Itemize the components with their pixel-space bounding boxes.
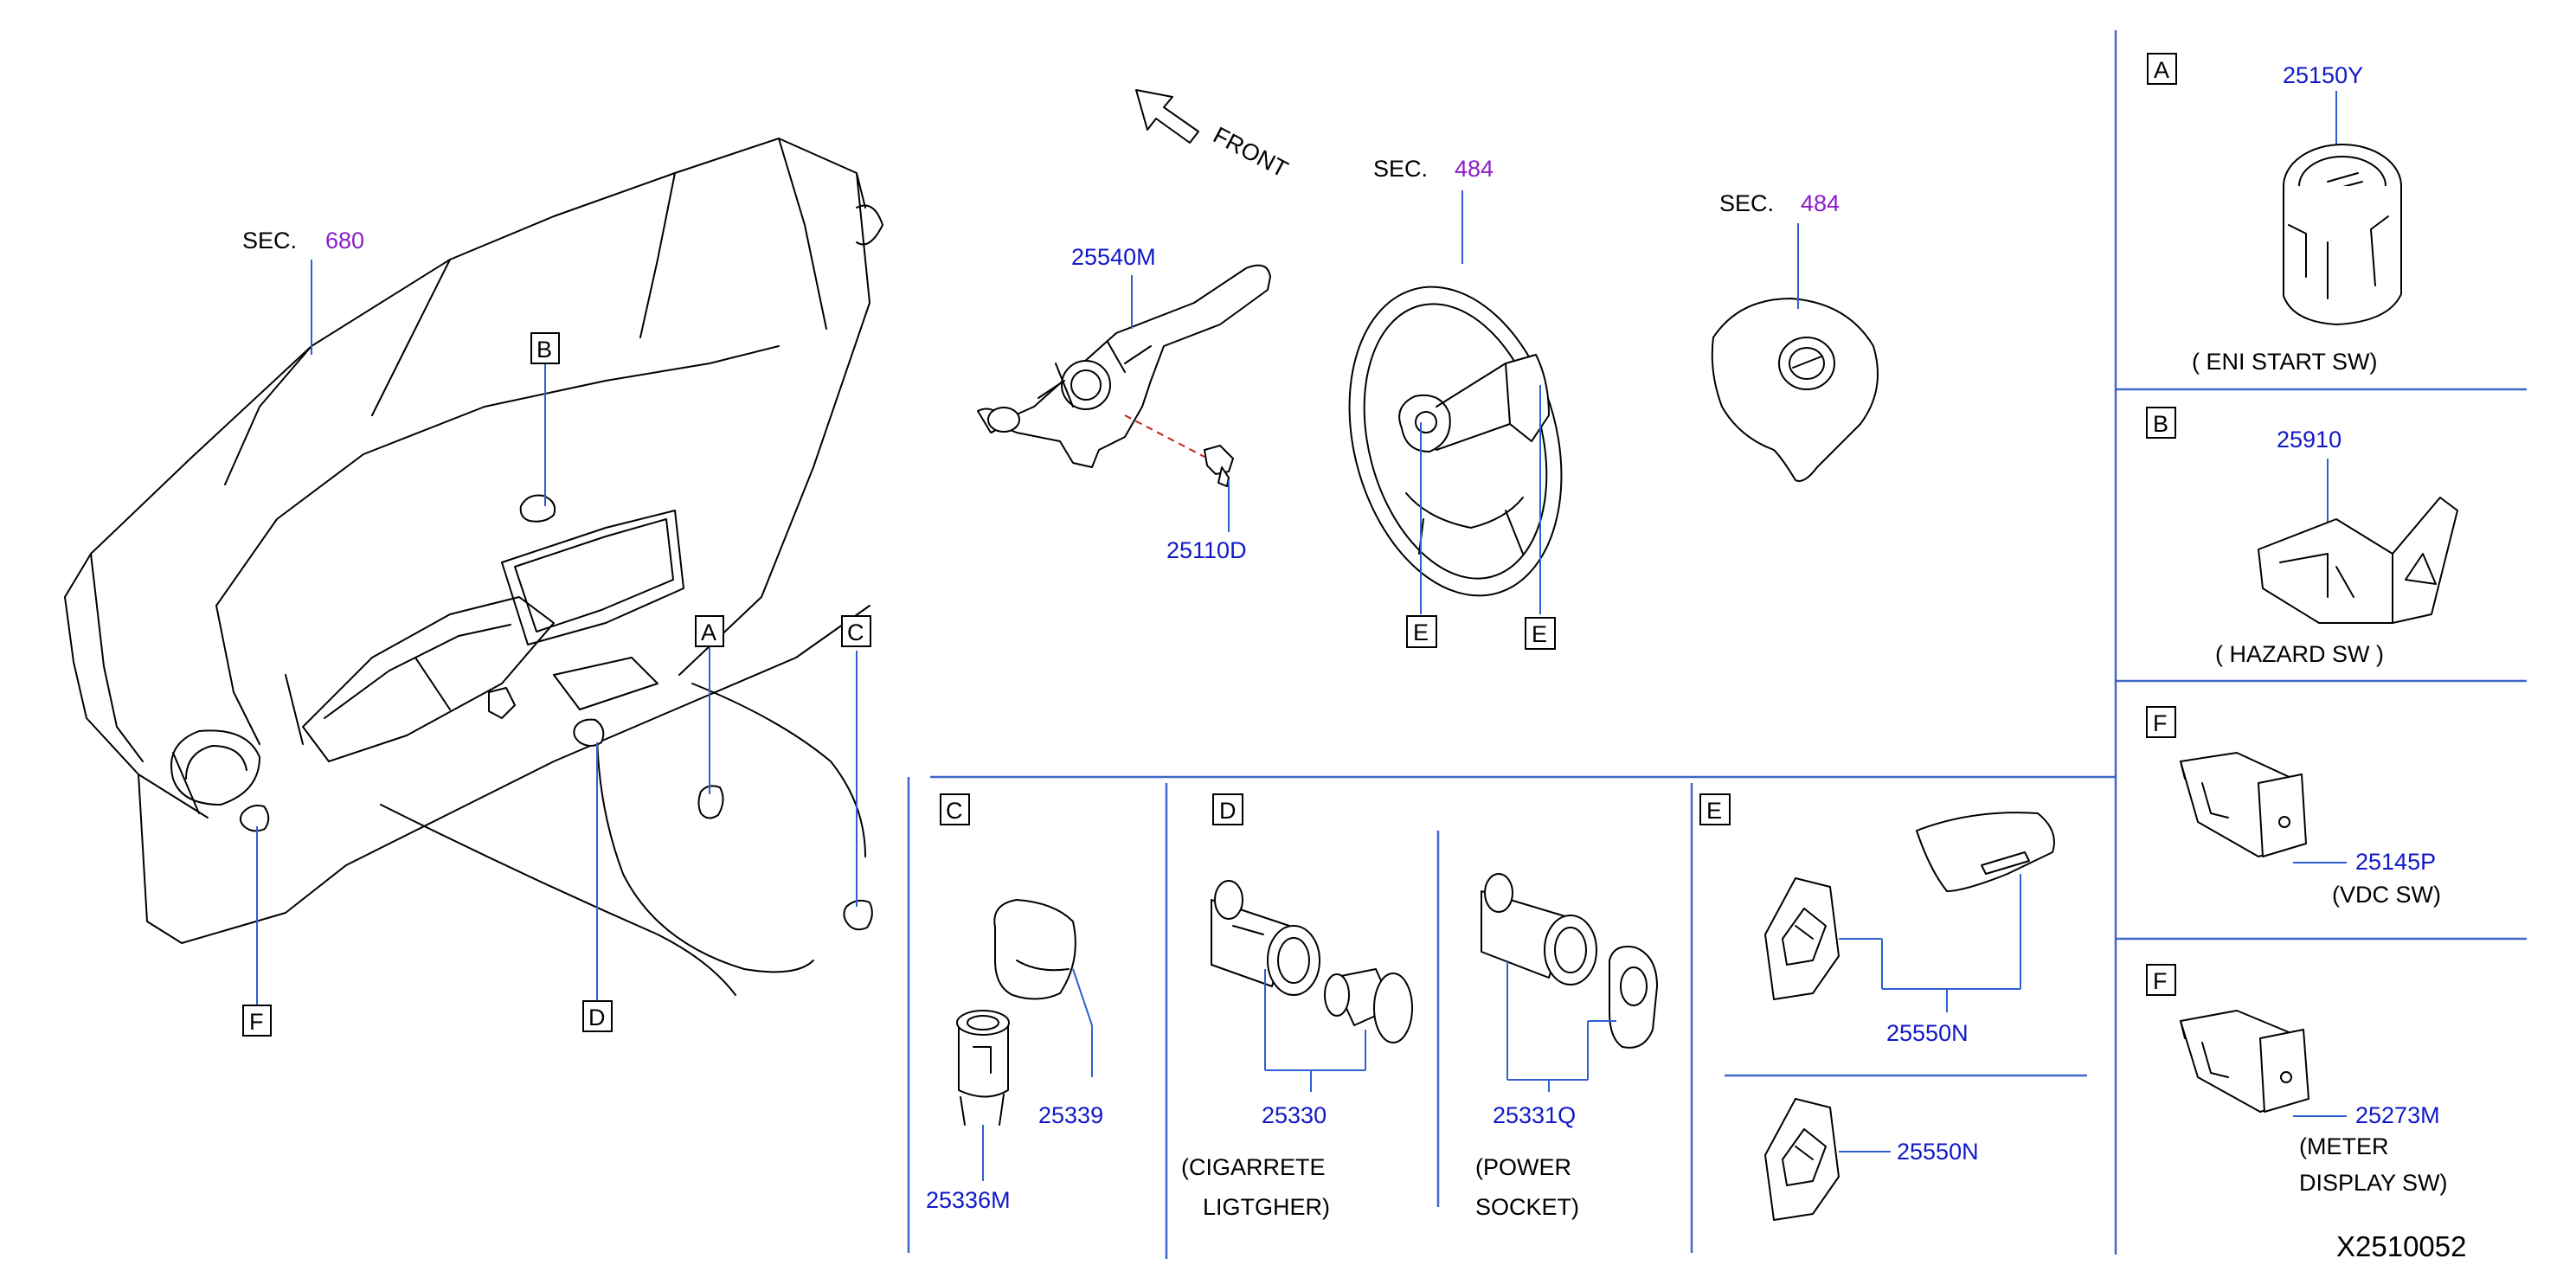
svg-text:E: E [1413,620,1429,645]
part-25540M: 25540M [1071,244,1156,270]
part-25331Q: 25331Q [1493,1102,1576,1128]
svg-text:D: D [588,1005,606,1030]
panel-c-socket-illustration [956,1010,1010,1126]
wheel-callout-e-left: E [1406,615,1437,648]
svg-text:B: B [2153,411,2168,437]
dash-callout-c: C [841,615,871,647]
svg-text:F: F [2153,968,2168,994]
part-25550N-b: 25550N [1897,1139,1979,1165]
svg-text:C: C [946,798,963,824]
svg-text:A: A [2154,57,2169,83]
svg-text:F: F [2153,710,2168,736]
part-25110D: 25110D [1166,537,1247,563]
svg-text:E: E [1532,621,1547,647]
dash-callout-b: B [530,332,560,364]
sec-680-number: 680 [325,228,364,254]
steering-switch-left-illustration [1764,877,1840,1000]
panel-d-left-caption-line2: LIGTGHER) [1203,1194,1330,1220]
dash-callout-f: F [242,1005,272,1037]
part-25910: 25910 [2277,427,2342,453]
part-25145P: 25145P [2355,849,2436,875]
panel-f1-tag: F [2146,706,2176,738]
part-25330: 25330 [1262,1102,1327,1128]
part-25339: 25339 [1038,1102,1103,1128]
part-25336M: 25336M [926,1187,1011,1213]
part-25550N-a: 25550N [1886,1020,1969,1046]
svg-text:C: C [847,620,864,645]
hazard-switch-illustration [2258,497,2458,624]
sec-680-label: SEC. [242,228,297,254]
part-25150Y: 25150Y [2283,62,2363,88]
cigarette-lighter-plug-illustration [1324,968,1413,1043]
sec-484-label-2: SEC. [1719,190,1774,216]
sec-484-label-1: SEC. [1373,156,1428,182]
figure-code: X2510052 [2336,1230,2466,1262]
front-arrow: FRONT [1135,89,1292,183]
panel-f2-caption-line1: (METER [2299,1133,2389,1159]
svg-text:D: D [1219,798,1237,824]
panel-a-caption: ( ENI START SW) [2192,349,2378,375]
steering-switch-lower-illustration [1764,1098,1840,1221]
steering-switch-right-illustration [1916,812,2055,892]
part-25273M: 25273M [2355,1102,2440,1128]
combination-switch-illustration [977,264,1271,468]
panel-frames [907,30,2527,1259]
cigarette-lighter-socket-illustration [1211,880,1320,996]
svg-text:B: B [536,337,552,363]
panel-f2-tag: F [2146,964,2176,996]
dashboard-illustration [64,138,883,996]
svg-text:F: F [249,1009,264,1035]
vdc-switch-illustration [2180,752,2307,857]
dash-callout-d: D [582,1000,613,1032]
engine-start-switch-illustration [2283,144,2402,325]
panel-d-right-caption-line1: (POWER [1475,1154,1571,1180]
steering-wheel-illustration [1348,286,1563,597]
power-socket-cap-illustration [1609,946,1658,1049]
panel-b-tag: B [2146,407,2176,439]
front-label: FRONT [1209,122,1292,183]
sec-484-number-2: 484 [1801,190,1840,216]
wheel-callout-e-right: E [1525,617,1556,650]
panel-b-caption: ( HAZARD SW ) [2215,641,2384,667]
svg-text:E: E [1706,798,1722,824]
panel-d-tag: D [1212,793,1243,825]
airbag-module-illustration [1711,298,1879,482]
power-socket-illustration [1481,873,1597,985]
panel-f1-caption: (VDC SW) [2332,882,2441,908]
screw-illustration [1204,445,1234,487]
panel-d-left-caption-line1: (CIGARRETE [1181,1154,1326,1180]
dash-callout-a: A [695,615,724,647]
panel-c-cap-illustration [993,899,1076,1000]
panel-a-tag: A [2147,53,2177,85]
panel-f2-caption-line2: DISPLAY SW) [2299,1170,2448,1196]
dashboard-leaders [256,260,858,1005]
svg-text:A: A [701,620,716,645]
sec-484-number-1: 484 [1455,156,1494,182]
panel-e-tag: E [1699,793,1731,825]
panel-c-tag: C [940,793,970,825]
meter-display-switch-illustration [2180,1010,2309,1113]
panel-d-right-caption-line2: SOCKET) [1475,1194,1579,1220]
